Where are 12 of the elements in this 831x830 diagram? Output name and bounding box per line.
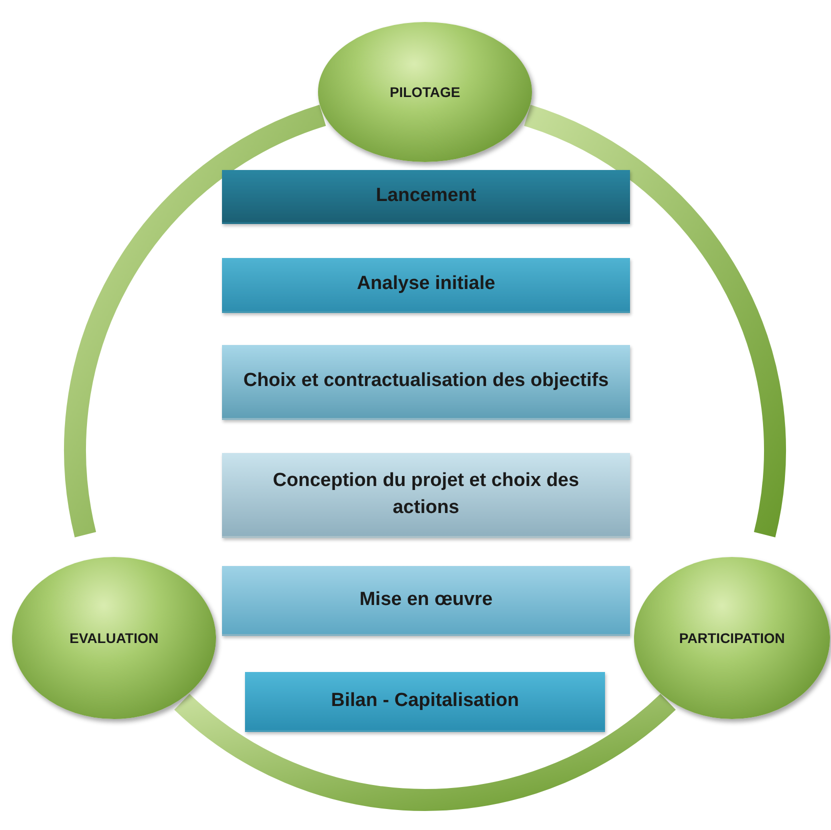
step-box: Bilan - Capitalisation [245, 672, 605, 732]
step-box: Conception du projet et choix des actions [222, 453, 630, 538]
ring-arc [64, 105, 327, 537]
step-box: Analyse initiale [222, 258, 630, 313]
step-box: Choix et contractualisation des objectifs [222, 345, 630, 420]
phase-circle: PILOTAGE [318, 22, 532, 162]
step-box: Lancement [222, 170, 630, 224]
step-box: Mise en œuvre [222, 566, 630, 636]
phase-circle: PARTICIPATION [634, 557, 830, 719]
ring-arc [174, 693, 676, 811]
phase-circle: EVALUATION [12, 557, 216, 719]
ring-arc [523, 105, 786, 537]
